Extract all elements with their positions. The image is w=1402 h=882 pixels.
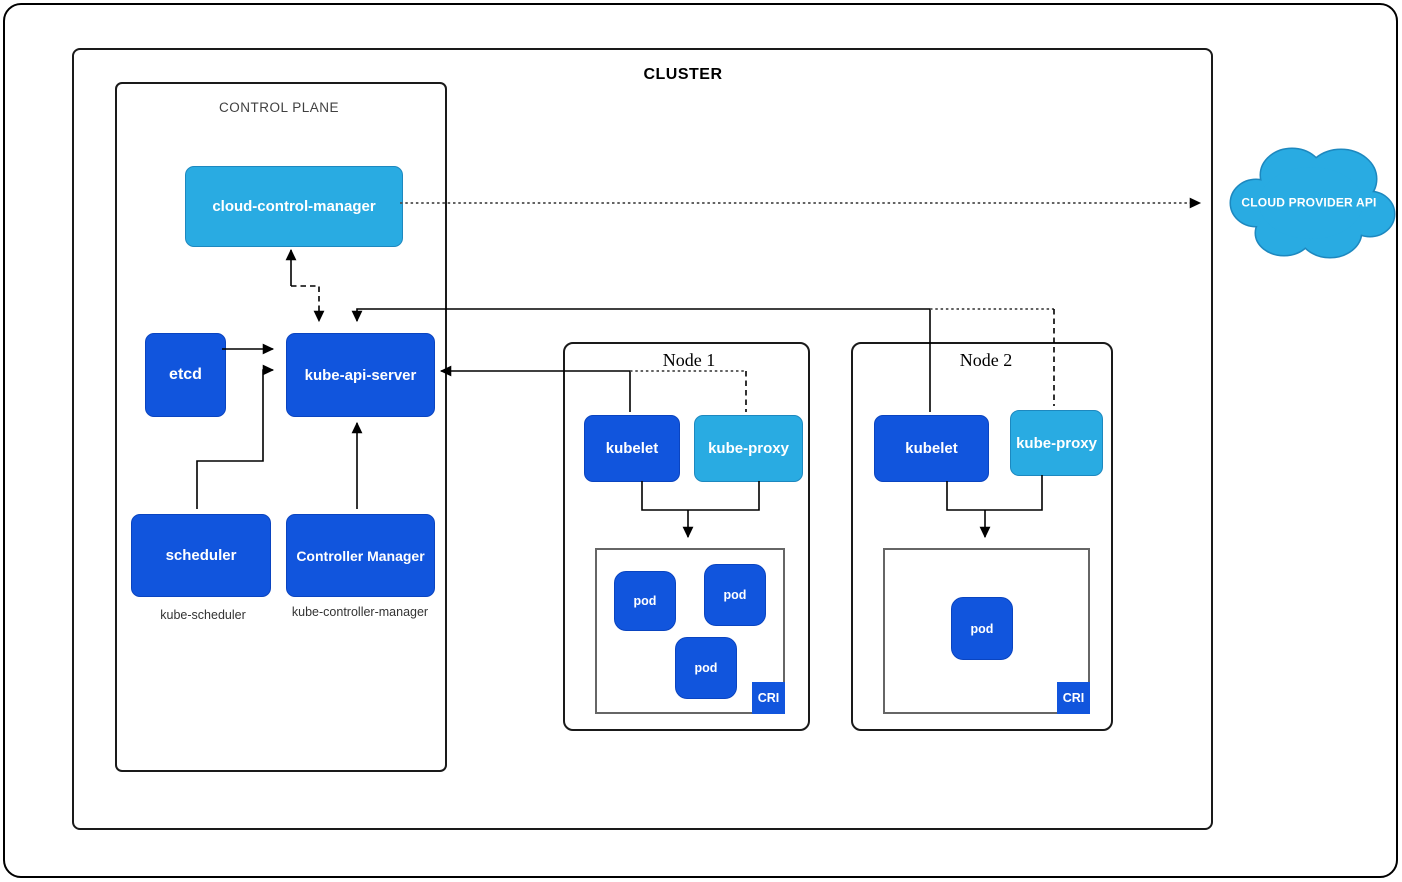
control-plane-title: CONTROL PLANE xyxy=(218,100,340,115)
node-1-kube-proxy-box: kube-proxy xyxy=(694,415,803,482)
pod: pod xyxy=(951,597,1013,660)
pod: pod xyxy=(704,564,766,626)
cloud-provider-api-shape: CLOUD PROVIDER API xyxy=(1222,141,1396,264)
cluster-title: CLUSTER xyxy=(643,66,723,83)
control-plane-box: CONTROL PLANE cloud-control-manager etcd… xyxy=(115,82,447,772)
node-2-kube-proxy-box: kube-proxy xyxy=(1010,410,1103,476)
scheduler-label: scheduler xyxy=(165,547,237,564)
diagram-outer-frame xyxy=(3,3,1398,878)
node-1-title: Node 1 xyxy=(662,350,716,370)
node-2-kubelet-label: kubelet xyxy=(905,440,958,457)
node-2-title: Node 2 xyxy=(959,350,1013,370)
cluster-box: CLUSTER CONTROL PLANE cloud-control-mana… xyxy=(72,48,1213,830)
controller-manager-label: Controller Manager xyxy=(296,547,425,564)
node-2-box: Node 2 kubelet kube-proxy pod CRI xyxy=(851,342,1113,731)
node-2-cri-badge: CRI xyxy=(1057,682,1090,714)
node-1-box: Node 1 kubelet kube-proxy pod pod pod CR… xyxy=(563,342,810,731)
node-1-kubelet-box: kubelet xyxy=(584,415,680,482)
node-1-container-runtime-box: pod pod pod CRI xyxy=(595,548,785,714)
etcd-box: etcd xyxy=(145,333,226,417)
cloud-control-manager-label: cloud-control-manager xyxy=(212,198,376,215)
kube-scheduler-caption: kube-scheduler xyxy=(160,608,246,622)
node-2-kubelet-box: kubelet xyxy=(874,415,989,482)
node-2-kube-proxy-label: kube-proxy xyxy=(1016,434,1097,452)
cloud-icon xyxy=(1229,147,1396,259)
cloud-control-manager-box: cloud-control-manager xyxy=(185,166,403,247)
scheduler-box: scheduler xyxy=(131,514,271,597)
kube-api-server-box: kube-api-server xyxy=(286,333,435,417)
node-1-kube-proxy-label: kube-proxy xyxy=(708,440,789,457)
node-2-container-runtime-box: pod CRI xyxy=(883,548,1090,714)
cloud-provider-api-label: CLOUD PROVIDER API xyxy=(1241,195,1377,210)
node-1-cri-badge: CRI xyxy=(752,682,785,714)
pod: pod xyxy=(614,571,676,631)
controller-manager-box: Controller Manager xyxy=(286,514,435,597)
pod: pod xyxy=(675,637,737,699)
kube-api-server-label: kube-api-server xyxy=(304,366,417,384)
etcd-label: etcd xyxy=(169,366,202,383)
kube-controller-manager-caption: kube-controller-manager xyxy=(291,605,429,619)
node-1-kubelet-label: kubelet xyxy=(605,440,659,457)
